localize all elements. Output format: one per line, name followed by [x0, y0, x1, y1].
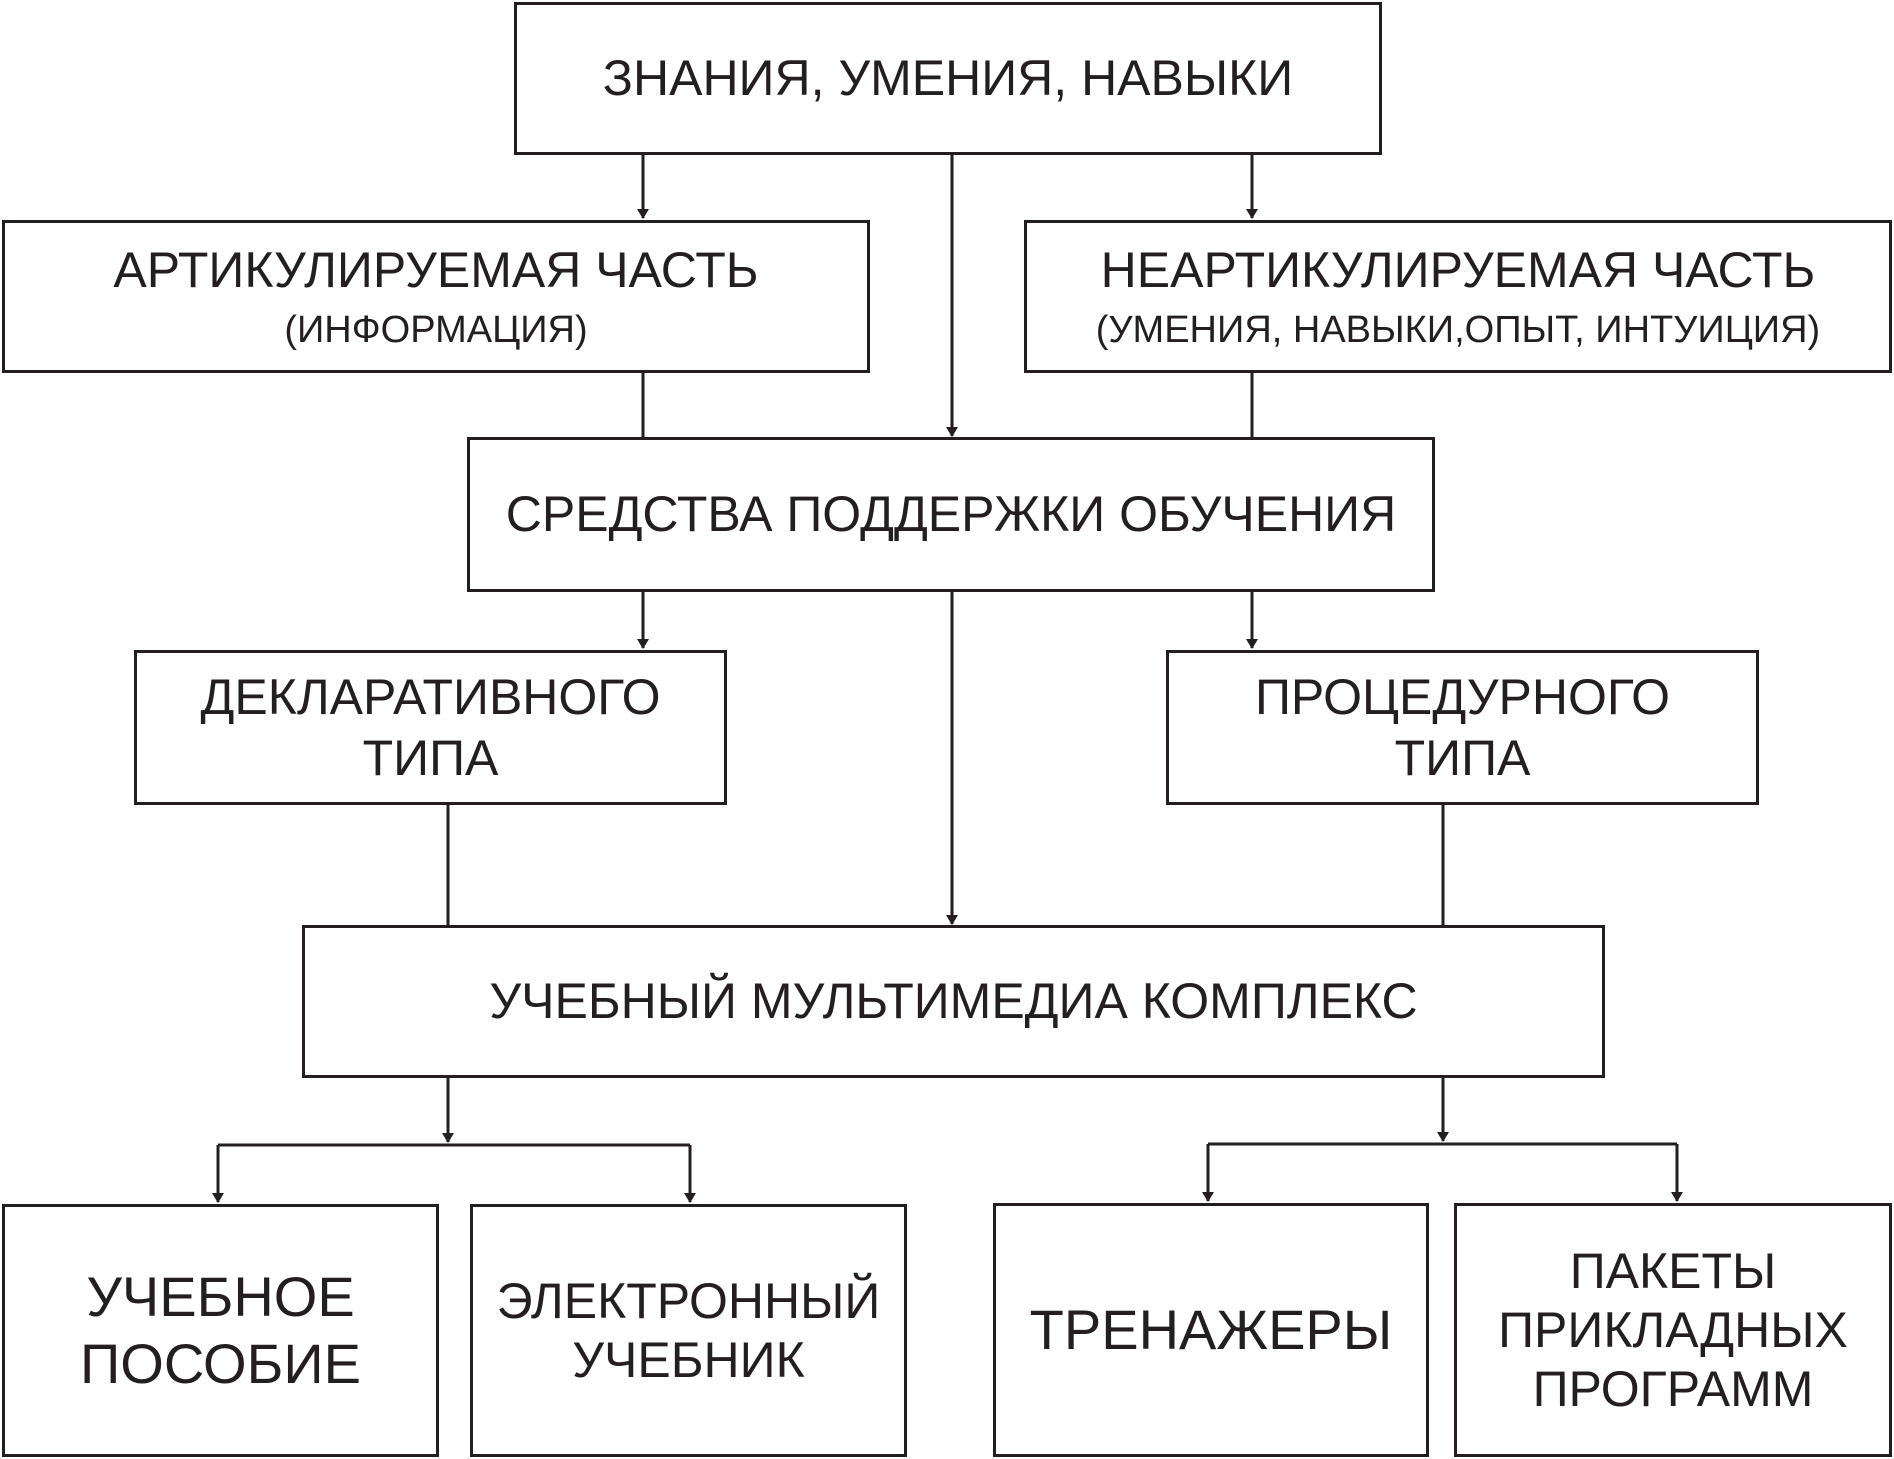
- procedural-type-line-1: ПРОЦЕДУРНОГО: [1254, 668, 1671, 725]
- procedural-type-line-2: ТИПА: [1394, 729, 1531, 786]
- declarative-type-line-1: ДЕКЛАРАТИВНОГО: [200, 668, 661, 725]
- software-packages-line-1: ПАКЕТЫ: [1569, 1242, 1777, 1299]
- software-packages-box: ПАКЕТЫ ПРИКЛАДНЫХ ПРОГРАММ: [1454, 1203, 1892, 1457]
- electronic-textbook-box: ЭЛЕКТРОННЫЙ УЧЕБНИК: [470, 1204, 907, 1457]
- textbook-manual-box: УЧЕБНОЕ ПОСОБИЕ: [2, 1204, 439, 1457]
- simulators-box: ТРЕНАЖЕРЫ: [993, 1203, 1429, 1457]
- articulated-part-box: АРТИКУЛИРУЕМАЯ ЧАСТЬ (ИНФОРМАЦИЯ): [2, 220, 870, 373]
- articulated-part-subtitle: (ИНФОРМАЦИЯ): [284, 308, 588, 351]
- electronic-textbook-line-1: ЭЛЕКТРОННЫЙ: [496, 1272, 881, 1329]
- non-articulated-part-title: НЕАРТИКУЛИРУЕМАЯ ЧАСТЬ: [1100, 241, 1816, 298]
- electronic-textbook-line-2: УЧЕБНИК: [572, 1331, 805, 1388]
- articulated-part-title: АРТИКУЛИРУЕМАЯ ЧАСТЬ: [113, 241, 759, 298]
- non-articulated-part-box: НЕАРТИКУЛИРУЕМАЯ ЧАСТЬ (УМЕНИЯ, НАВЫКИ,О…: [1024, 220, 1892, 373]
- software-packages-line-3: ПРОГРАММ: [1532, 1360, 1814, 1417]
- multimedia-complex-box: УЧЕБНЫЙ МУЛЬТИМЕДИА КОМПЛЕКС: [302, 925, 1605, 1078]
- knowledge-box: ЗНАНИЯ, УМЕНИЯ, НАВЫКИ: [514, 2, 1382, 155]
- learning-support-box: СРЕДСТВА ПОДДЕРЖКИ ОБУЧЕНИЯ: [467, 437, 1435, 592]
- simulators-label: ТРЕНАЖЕРЫ: [1029, 1297, 1393, 1361]
- textbook-manual-line-2: ПОСОБИЕ: [80, 1331, 361, 1395]
- multimedia-complex-label: УЧЕБНЫЙ МУЛЬТИМЕДИА КОМПЛЕКС: [489, 973, 1418, 1029]
- knowledge-label: ЗНАНИЯ, УМЕНИЯ, НАВЫКИ: [602, 50, 1294, 106]
- declarative-type-line-2: ТИПА: [362, 729, 499, 786]
- textbook-manual-line-1: УЧЕБНОЕ: [86, 1265, 355, 1329]
- procedural-type-box: ПРОЦЕДУРНОГО ТИПА: [1166, 650, 1759, 805]
- declarative-type-box: ДЕКЛАРАТИВНОГО ТИПА: [134, 650, 727, 805]
- learning-support-label: СРЕДСТВА ПОДДЕРЖКИ ОБУЧЕНИЯ: [505, 486, 1397, 542]
- software-packages-line-2: ПРИКЛАДНЫХ: [1498, 1301, 1848, 1358]
- non-articulated-part-subtitle: (УМЕНИЯ, НАВЫКИ,ОПЫТ, ИНТУИЦИЯ): [1095, 308, 1821, 351]
